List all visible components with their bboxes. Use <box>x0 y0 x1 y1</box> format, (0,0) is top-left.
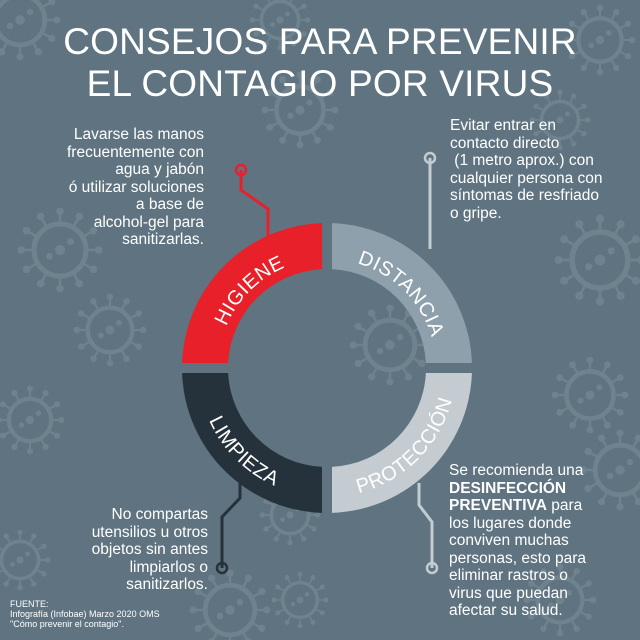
leader-dot-proteccion <box>425 561 439 575</box>
tip-proteccion-emphasis: DESINFECCIÓN <box>449 479 567 497</box>
tip-limpieza-line: No compartas <box>111 506 208 523</box>
title-line-2: EL CONTAGIO POR VIRUS <box>86 63 554 104</box>
tip-higiene-line: frecuentemente con <box>66 143 204 161</box>
tip-higiene-line: agua y jabón <box>115 161 204 178</box>
virus-icon <box>523 563 597 637</box>
source-line: "Cómo prevenir el contagio". <box>10 619 124 629</box>
tip-proteccion-line: Se recomienda una <box>449 462 584 479</box>
ring-segment-higiene <box>182 223 322 363</box>
virus-icon <box>189 569 271 640</box>
virus-icon <box>261 71 339 149</box>
tip-higiene: Lavarse las manos frecuentemente con agu… <box>67 126 204 249</box>
tip-higiene-line: a base de <box>135 196 204 213</box>
virus-icon <box>0 0 61 61</box>
tip-proteccion-line: eliminar rastros o <box>449 567 568 584</box>
virus-icon <box>579 429 640 511</box>
virus-icon <box>17 207 103 293</box>
tip-higiene-line: Lavarse las manos <box>73 126 204 143</box>
source-credit: FUENTE: Infografía (Infobae) Marzo 2020 … <box>10 599 160 629</box>
source-line: Infografía (Infobae) Marzo 2020 OMS <box>10 609 160 619</box>
tip-proteccion-line: para <box>546 497 583 514</box>
tip-distancia-line: contacto directo <box>450 134 560 152</box>
tip-higiene-line: ó utilizar soluciones <box>68 178 204 196</box>
virus-icon <box>249 0 311 51</box>
tip-higiene-line: sanitizarlas. <box>122 231 204 248</box>
virus-icon <box>271 571 329 629</box>
tip-distancia-line: o gripe. <box>450 204 502 222</box>
tip-distancia: Evitar entrar en contacto directo (1 met… <box>450 117 603 222</box>
leader-line-higiene <box>239 170 270 238</box>
tip-distancia-line: cualquier persona con <box>450 169 603 187</box>
ring-segment-limpieza <box>182 373 322 513</box>
tip-proteccion-line: conviven muchas <box>449 532 569 549</box>
virus-icon <box>73 293 147 367</box>
virus-icon <box>554 214 640 306</box>
tip-distancia-line: (1 metro aprox.) con <box>450 152 594 169</box>
leader-dot-limpieza <box>215 561 229 575</box>
tip-proteccion-emphasis: PREVENTIVA <box>449 497 547 514</box>
leader-dot-distancia <box>423 151 437 165</box>
tip-limpieza-line: sanitizarlos. <box>126 576 208 593</box>
ring-segment-distancia <box>332 223 472 363</box>
tip-proteccion-line: virus que puedan <box>449 584 568 602</box>
tip-limpieza: No compartas utensilios u otros objetos … <box>92 506 208 594</box>
ring-segment-proteccion <box>332 373 472 513</box>
source-label: FUENTE: <box>10 599 49 609</box>
tip-proteccion-line: personas, esto para <box>449 549 587 567</box>
tip-proteccion-line: los lugares donde <box>449 514 572 532</box>
tip-limpieza-line: utensilios u otros <box>91 523 208 541</box>
virus-icon <box>0 385 65 455</box>
virus-icon <box>349 304 431 386</box>
leader-line-limpieza <box>220 471 242 568</box>
tip-proteccion-line: afectar su salud. <box>449 602 563 619</box>
virus-icon <box>551 356 629 434</box>
tip-limpieza-line: objetos sin antes <box>91 541 208 558</box>
tip-proteccion: Se recomienda una DESINFECCIÓN PREVENTIV… <box>449 462 586 620</box>
leader-dot-higiene <box>234 163 248 177</box>
virus-icon <box>564 4 636 76</box>
tip-distancia-line: síntomas de resfriado <box>450 187 600 204</box>
tip-limpieza-line: limpiarlos o <box>129 558 208 576</box>
tip-higiene-line: alcohol-gel para <box>93 213 204 231</box>
virus-icon <box>529 89 591 151</box>
tip-distancia-line: Evitar entrar en <box>450 117 556 134</box>
leader-line-proteccion <box>417 483 434 568</box>
virus-icon <box>0 529 51 591</box>
title-line-1: CONSEJOS PARA PREVENIR <box>63 21 577 62</box>
